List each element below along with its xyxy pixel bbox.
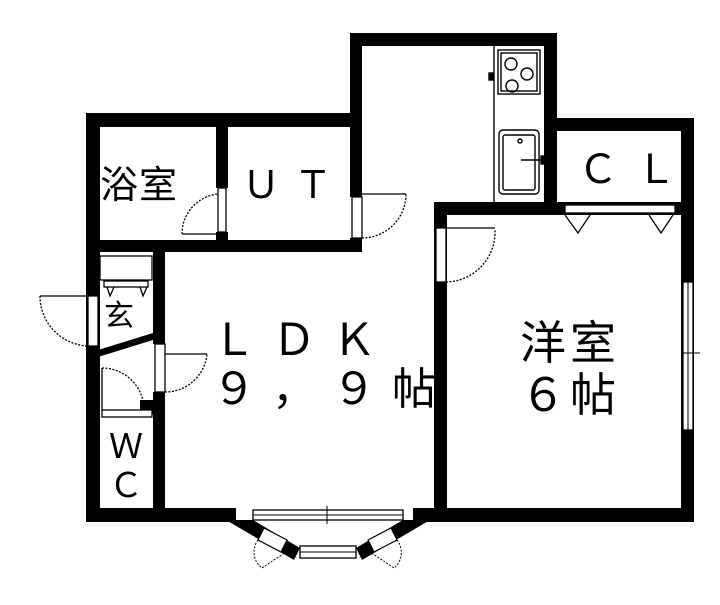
room-label-ldk-name: ＬＤＫ bbox=[212, 315, 392, 366]
stove-icon bbox=[497, 49, 541, 95]
room-label-ldk-size: ９，９帖 bbox=[212, 364, 452, 416]
room-label-western: 洋室 ６帖 bbox=[520, 316, 620, 422]
kitchen-counter bbox=[488, 46, 546, 205]
room-label-ldk: ＬＤＫ ９，９帖 bbox=[212, 316, 452, 415]
room-label-toilet-line1: Ｗ bbox=[109, 427, 143, 467]
sink-icon bbox=[498, 129, 540, 195]
doors bbox=[39, 187, 496, 418]
room-label-toilet-line2: Ｃ bbox=[109, 466, 143, 507]
closet-doors bbox=[564, 204, 676, 235]
room-label-closet: ＣＬ bbox=[578, 147, 694, 193]
room-label-western-name: 洋室 bbox=[520, 316, 620, 370]
walls bbox=[86, 33, 694, 522]
side-window bbox=[682, 281, 700, 431]
room-label-western-size: ６帖 bbox=[520, 367, 620, 422]
room-label-toilet: Ｗ Ｃ bbox=[108, 427, 144, 507]
room-label-utility: ＵＴ bbox=[242, 163, 347, 207]
shoe-rack bbox=[99, 255, 153, 298]
room-label-bath: 浴室 bbox=[100, 163, 179, 207]
room-label-entrance: 玄 bbox=[104, 299, 134, 334]
bay-window bbox=[226, 506, 430, 569]
